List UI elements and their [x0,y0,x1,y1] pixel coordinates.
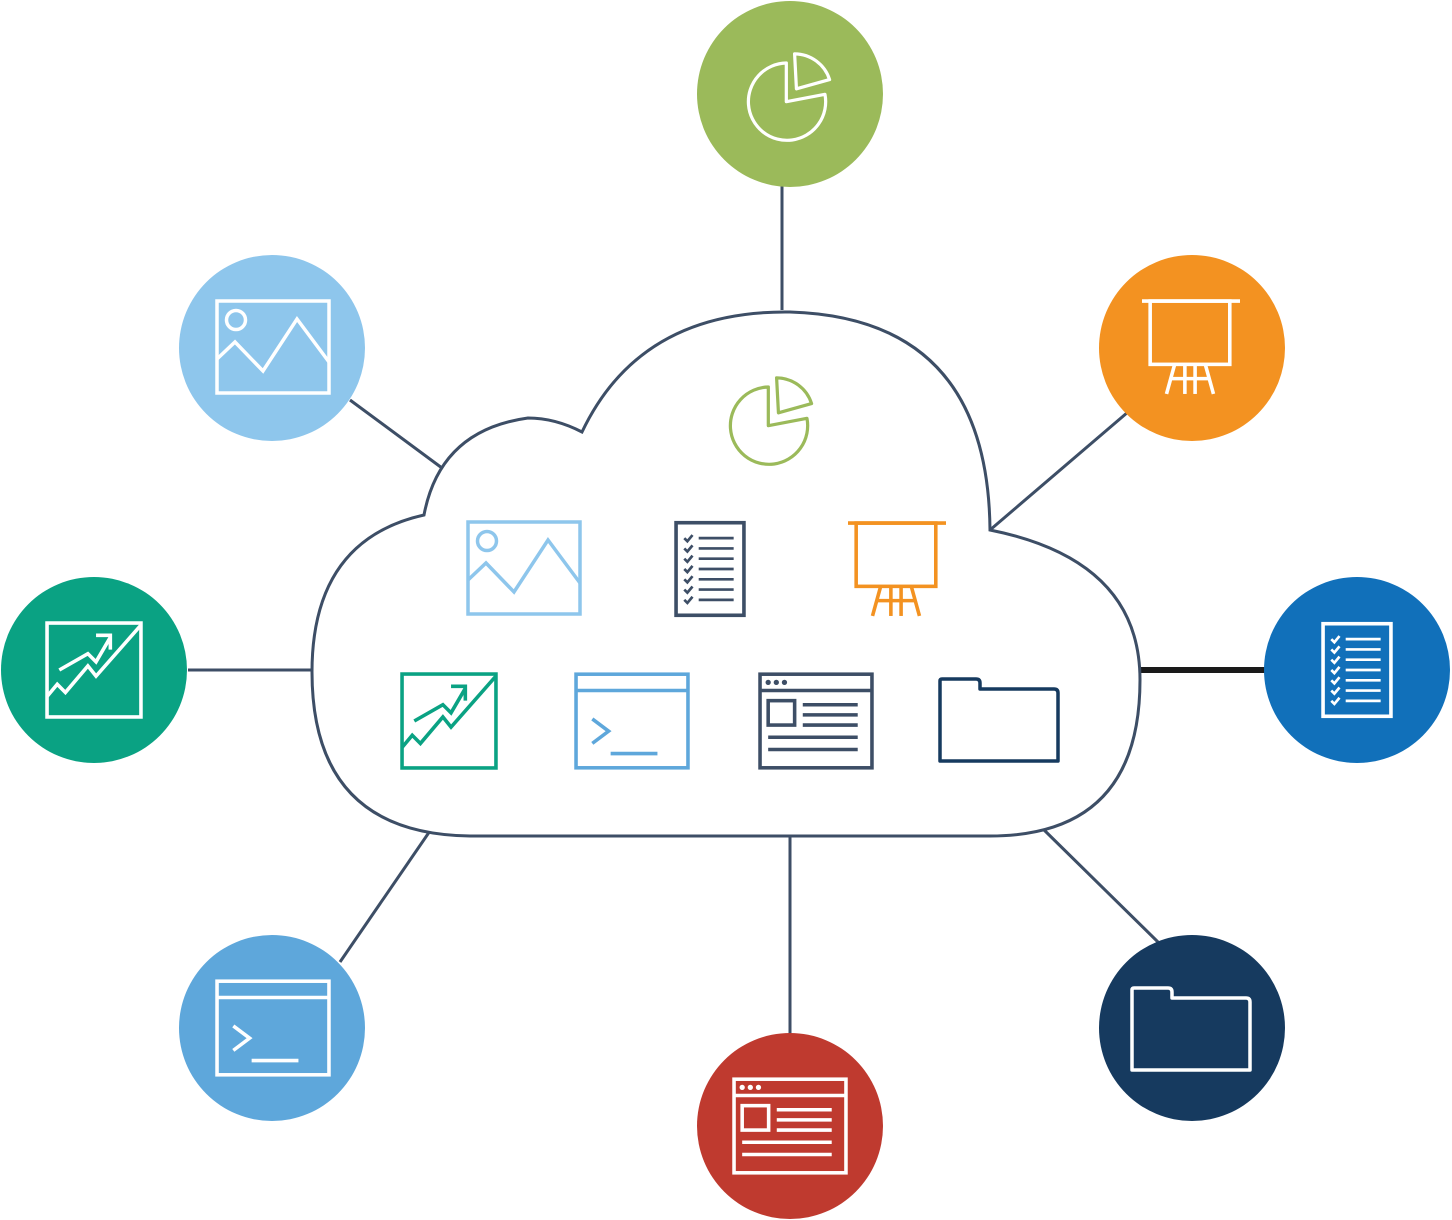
connector-image [349,398,443,470]
node-image [179,255,365,441]
node-browser [697,1033,883,1219]
node-pie-chart [697,1,883,187]
node-terminal [179,935,365,1121]
connector-folder [1038,824,1162,946]
node-folder [1099,935,1285,1121]
node-checklist [1264,577,1450,763]
connector-presentation [989,410,1129,532]
node-presentation [1099,255,1285,441]
connector-lines [188,180,1162,1034]
cloud-hub [310,310,1142,838]
connector-terminal [338,827,434,963]
node-trend-chart [1,577,187,763]
